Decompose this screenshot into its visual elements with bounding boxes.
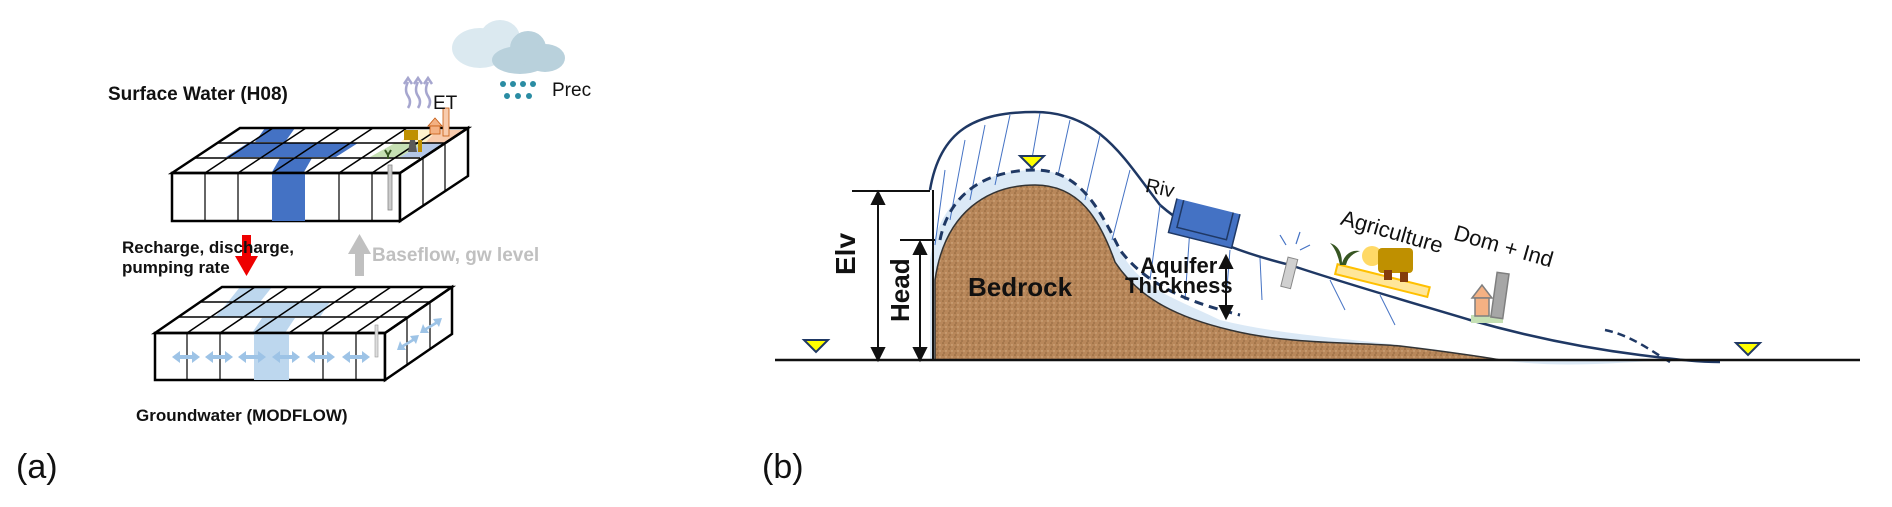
- agriculture-label: Agriculture: [1338, 205, 1447, 259]
- aquifer-thickness-line1: Aquifer: [1140, 253, 1218, 278]
- recharge-label-line1: Recharge, discharge,: [122, 238, 294, 257]
- land-surface-line: [928, 110, 1721, 364]
- domestic-industry-icon: [1470, 271, 1510, 323]
- surface-water-title: Surface Water (H08): [108, 84, 288, 105]
- surface-water-grid: [167, 107, 473, 224]
- house-icon: [427, 117, 443, 127]
- elevation-label: Elv: [830, 232, 861, 275]
- head-label: Head: [885, 258, 915, 322]
- panel-a-graphic: [150, 20, 565, 383]
- recharge-arrow: [235, 235, 258, 276]
- aquifer-thickness-line2: Thickness: [1125, 273, 1233, 298]
- rain-icon: [500, 81, 536, 99]
- crop-icon: [384, 149, 392, 159]
- factory-icon: [442, 107, 450, 137]
- lateral-flow-arrows: [172, 318, 442, 363]
- recharge-label: Recharge, discharge, pumping rate: [122, 238, 294, 278]
- baseflow-label: Baseflow, gw level: [372, 245, 540, 266]
- tower-icon: [408, 140, 417, 152]
- water-table-marker-icon: [801, 155, 1763, 357]
- prec-label: Prec: [552, 80, 592, 101]
- well-icon: [1279, 231, 1311, 290]
- et-label: ET: [433, 93, 458, 114]
- recharge-label-line2: pumping rate: [122, 258, 230, 277]
- panel-a-label: (a): [16, 448, 58, 486]
- well-icon: [387, 164, 393, 211]
- panel-b-label: (b): [762, 448, 804, 486]
- groundwater-grid: [150, 284, 457, 383]
- river-label: Riv: [1143, 175, 1177, 203]
- aquifer-layer: [930, 170, 1680, 365]
- aquifer-thickness-label: Aquifer Thickness: [1125, 253, 1233, 298]
- groundwater-title: Groundwater (MODFLOW): [136, 406, 348, 425]
- cloud-icon: [452, 20, 565, 74]
- livestock-icon: [404, 130, 418, 140]
- baseflow-arrow: [348, 234, 371, 276]
- dom-ind-label: Dom + Ind: [1451, 220, 1557, 273]
- river-channel-icon: [1167, 198, 1241, 250]
- evapotranspiration-icon: [402, 75, 434, 109]
- bedrock-label: Bedrock: [968, 272, 1073, 302]
